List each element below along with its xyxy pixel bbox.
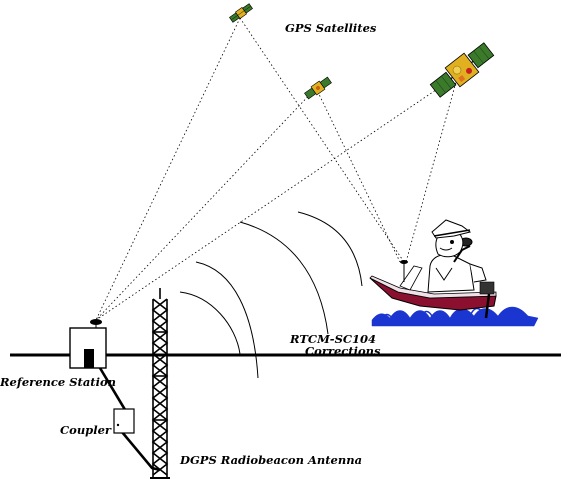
signal-line-sat1-boat <box>239 17 405 263</box>
fisherman-arm <box>453 245 471 263</box>
rtcm-label: RTCM-SC104 <box>289 332 376 346</box>
water-waves <box>371 306 539 327</box>
gps-satellites-label: GPS Satellites <box>285 21 377 35</box>
signal-line-sat3-boat <box>405 74 459 263</box>
coupler-box <box>113 408 135 434</box>
boat-gunwale <box>369 275 497 299</box>
outboard-motor-icon <box>479 281 495 295</box>
reference-station-label: Reference Station <box>0 375 116 389</box>
signal-line-sat3-station <box>95 74 459 321</box>
fisherman-figure <box>427 219 487 293</box>
coupler-label: Coupler <box>60 423 112 437</box>
fisherman-hat <box>431 219 472 239</box>
satellite-signal-lines <box>95 17 459 321</box>
boat <box>369 260 497 319</box>
signal-line-sat2-boat <box>315 87 401 263</box>
gps-satellite-1 <box>229 3 253 23</box>
radio-wave-4 <box>297 211 363 287</box>
radio-waves <box>179 211 363 379</box>
reference-station <box>69 319 107 369</box>
gps-satellite-2 <box>304 76 332 100</box>
signal-line-sat2-station <box>95 87 317 321</box>
antenna-label: DGPS Radiobeacon Antenna <box>179 453 362 467</box>
gps-receiver-antenna-icon <box>90 319 102 325</box>
radiobeacon-tower <box>150 288 170 479</box>
station-door <box>84 349 94 368</box>
signal-line-sat1-station <box>95 17 241 321</box>
radio-wave-1 <box>179 291 241 355</box>
radio-wave-3 <box>239 221 329 335</box>
boat-seat <box>399 265 423 291</box>
gps-satellite-3 <box>429 42 495 98</box>
fisherman-body <box>427 253 475 293</box>
corrections-label: Corrections <box>305 344 381 358</box>
radio-wave-2 <box>195 261 259 379</box>
